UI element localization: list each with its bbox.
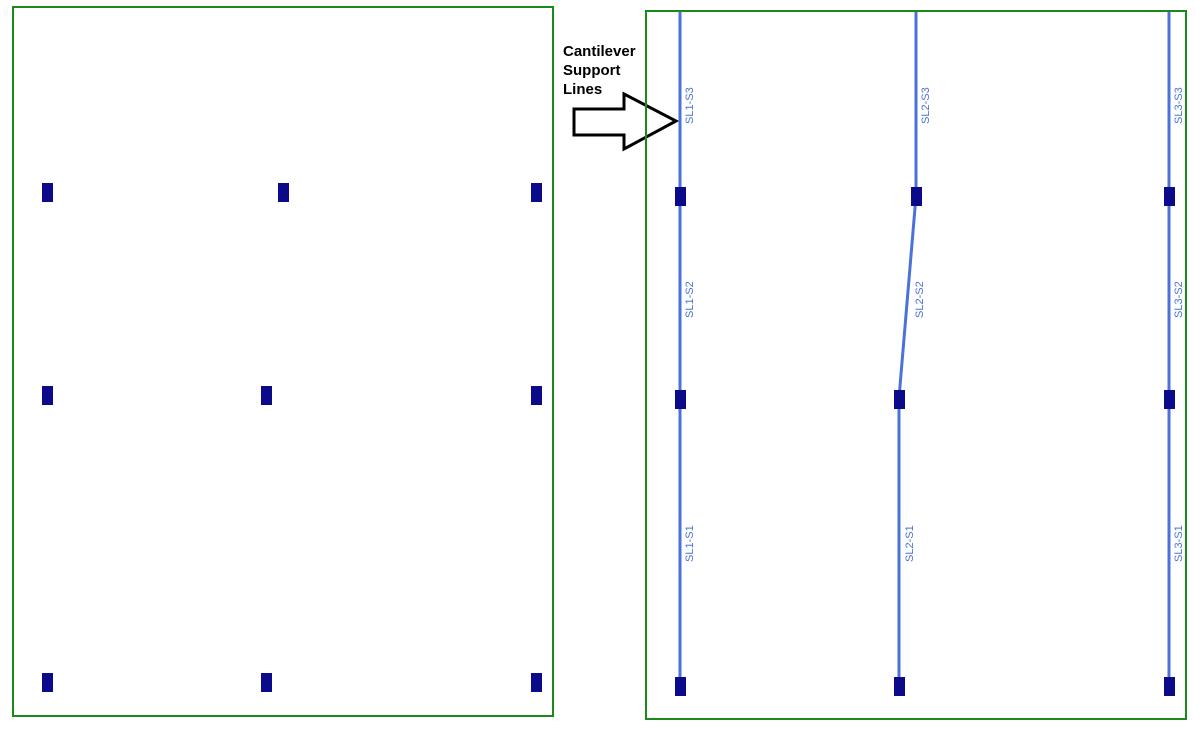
column — [42, 386, 53, 405]
strip-label-sl2-s1: SL2-S1 — [904, 525, 916, 562]
column — [278, 183, 289, 202]
column — [42, 183, 53, 202]
support-line-sl2 — [897, 12, 918, 690]
right-slab-boundary — [645, 10, 1187, 720]
column — [261, 386, 272, 405]
column — [531, 673, 542, 692]
strip-label-sl1-s3: SL1-S3 — [684, 87, 696, 124]
strip-label-sl1-s1: SL1-S1 — [684, 525, 696, 562]
strip-label-sl2-s3: SL2-S3 — [920, 87, 932, 124]
left-panel — [12, 6, 554, 717]
strip-label-sl3-s1: SL3-S1 — [1173, 525, 1185, 562]
right-arrow-icon — [572, 91, 680, 152]
column — [1164, 677, 1175, 696]
right-panel: SL1-S3 SL1-S2 SL1-S1 SL2-S3 SL2-S2 SL2-S… — [645, 10, 1187, 720]
column — [675, 390, 686, 409]
strip-label-sl1-s2: SL1-S2 — [684, 281, 696, 318]
column — [261, 673, 272, 692]
strip-label-sl3-s3: SL3-S3 — [1173, 87, 1185, 124]
column — [894, 677, 905, 696]
column — [42, 673, 53, 692]
column — [531, 183, 542, 202]
annotation-line-1: Cantilever — [563, 43, 636, 60]
column — [531, 386, 542, 405]
annotation: Cantilever Support Lines — [563, 43, 680, 152]
column — [1164, 390, 1175, 409]
column — [675, 187, 686, 206]
column — [894, 390, 905, 409]
annotation-line-3: Lines — [563, 81, 602, 98]
left-slab-boundary — [12, 6, 554, 717]
column — [1164, 187, 1175, 206]
annotation-line-2: Support — [563, 62, 621, 79]
column — [675, 677, 686, 696]
strip-label-sl3-s2: SL3-S2 — [1173, 281, 1185, 318]
strip-label-sl2-s2: SL2-S2 — [914, 281, 926, 318]
column — [911, 187, 922, 206]
